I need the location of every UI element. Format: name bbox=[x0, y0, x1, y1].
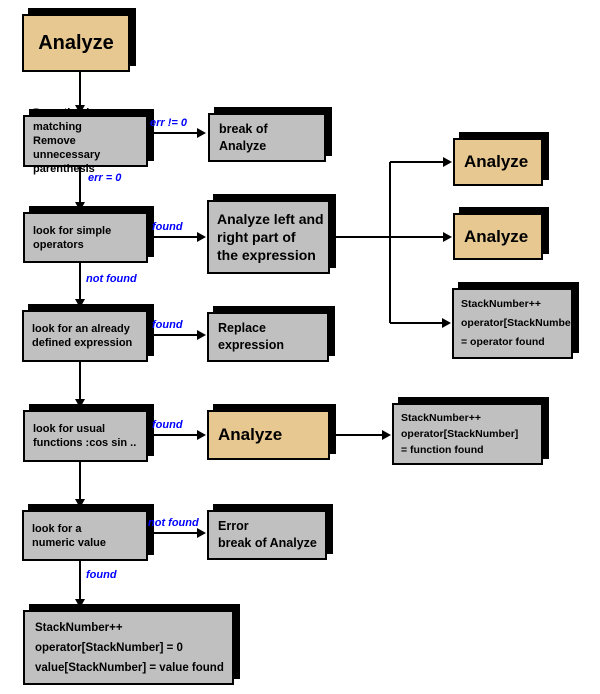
node-label: Analyze bbox=[464, 152, 529, 171]
node-text-line: value[StackNumber] = value found bbox=[35, 661, 224, 674]
node-look-simple-operators: look for simple operators bbox=[23, 212, 148, 263]
node-break-of-analyze: break of Analyze bbox=[208, 113, 326, 162]
node-label: Analyze bbox=[464, 226, 529, 246]
node-text-line: Analyze left and bbox=[217, 211, 324, 227]
edge-analyzelr-branch bbox=[330, 157, 452, 328]
node-text-line: StackNumber++ bbox=[401, 412, 481, 424]
node-text-line: operators bbox=[33, 238, 84, 251]
node-text-line: the expression bbox=[217, 247, 316, 263]
node-text-line: Error bbox=[218, 519, 249, 533]
node-text-line: look for a bbox=[32, 522, 82, 535]
node-text-line: functions :cos sin .. bbox=[33, 437, 137, 449]
edge-numeric-to-error bbox=[148, 528, 206, 538]
edge-label-found-functions: found bbox=[152, 419, 183, 431]
node-look-already-defined: look for an already defined expression bbox=[22, 310, 148, 362]
edge-label-found-expression: found bbox=[152, 319, 183, 331]
node-text-line: right part of bbox=[217, 229, 296, 245]
node-label: Analyze bbox=[218, 425, 283, 444]
edge-label-not-found-operators: not found bbox=[86, 273, 137, 285]
edge-simple-to-analyzelr bbox=[148, 232, 206, 242]
node-text-line: break of bbox=[219, 121, 268, 136]
node-text-line: Analyze bbox=[219, 138, 267, 153]
node-parenthesis-matching: Parenthesis matching Remove unnecessary … bbox=[23, 107, 148, 175]
node-label: Replace expression bbox=[218, 321, 285, 352]
edge-label-found-operators: found bbox=[152, 221, 183, 233]
edge-usual-to-analyze bbox=[148, 430, 206, 440]
node-label: Analyze bbox=[38, 31, 114, 54]
node-text-line: = operator found bbox=[461, 336, 545, 348]
node-text-line: break of Analyze bbox=[218, 536, 317, 550]
node-look-usual-functions: look for usual functions :cos sin .. bbox=[23, 410, 148, 462]
edge-usual-to-numeric bbox=[75, 462, 85, 508]
node-text-line: numeric value bbox=[32, 536, 106, 549]
node-stack-value-found: StackNumber++ operator[StackNumber] = 0 … bbox=[23, 610, 234, 685]
edge-label-err-not-zero: err != 0 bbox=[150, 117, 187, 129]
node-look-numeric-value: look for a numeric value bbox=[22, 510, 148, 561]
edge-label-err-zero: err = 0 bbox=[88, 172, 122, 184]
node-text-line: StackNumber++ bbox=[461, 298, 541, 310]
node-stack-operator-found: StackNumber++ operator[StackNumber] = op… bbox=[452, 288, 579, 359]
node-text-line: = function found bbox=[401, 444, 484, 456]
node-error-break: Error break of Analyze bbox=[207, 510, 327, 560]
edge-already-to-replace bbox=[148, 330, 206, 340]
node-analyze-recursive-2: Analyze bbox=[453, 213, 543, 260]
node-text-line: StackNumber++ bbox=[35, 621, 123, 634]
node-text-line: look for an already bbox=[32, 323, 130, 335]
node-text-line: operator[StackNumber] = 0 bbox=[35, 641, 183, 654]
edge-parenthesis-to-break bbox=[148, 128, 206, 138]
edge-parenthesis-to-simple bbox=[75, 167, 85, 211]
node-replace-expression: Replace expression bbox=[207, 312, 329, 362]
edge-numeric-to-stackvalue bbox=[75, 561, 85, 608]
node-text-line: operator[StackNumber] bbox=[401, 428, 519, 440]
node-text-line: Parenthesis matching bbox=[33, 107, 96, 133]
node-analyze-recursive-1: Analyze bbox=[453, 138, 543, 186]
node-text-line: look for simple bbox=[33, 224, 112, 237]
node-stack-function-found: StackNumber++ operator[StackNumber] = fu… bbox=[392, 403, 543, 465]
node-analyze-mid: Analyze bbox=[207, 410, 330, 460]
edge-analyze-to-stackfunction bbox=[330, 430, 391, 440]
edge-simple-to-already bbox=[75, 263, 85, 308]
node-text-line: defined expression bbox=[32, 337, 133, 349]
node-text-line: Remove unnecessary bbox=[33, 135, 101, 161]
node-analyze-left-right: Analyze left and right part of the expre… bbox=[207, 200, 330, 274]
edge-label-found-numeric: found bbox=[86, 569, 117, 581]
edge-already-to-usual bbox=[75, 362, 85, 408]
node-text-line: parenthesis bbox=[33, 163, 95, 175]
edge-start-to-parenthesis bbox=[75, 72, 85, 114]
node-text-line: look for usual bbox=[33, 423, 106, 435]
edge-label-not-found-numeric: not found bbox=[148, 517, 199, 529]
node-text-line: operator[StackNumber] bbox=[461, 317, 579, 329]
node-start-analyze: Analyze bbox=[22, 14, 130, 72]
